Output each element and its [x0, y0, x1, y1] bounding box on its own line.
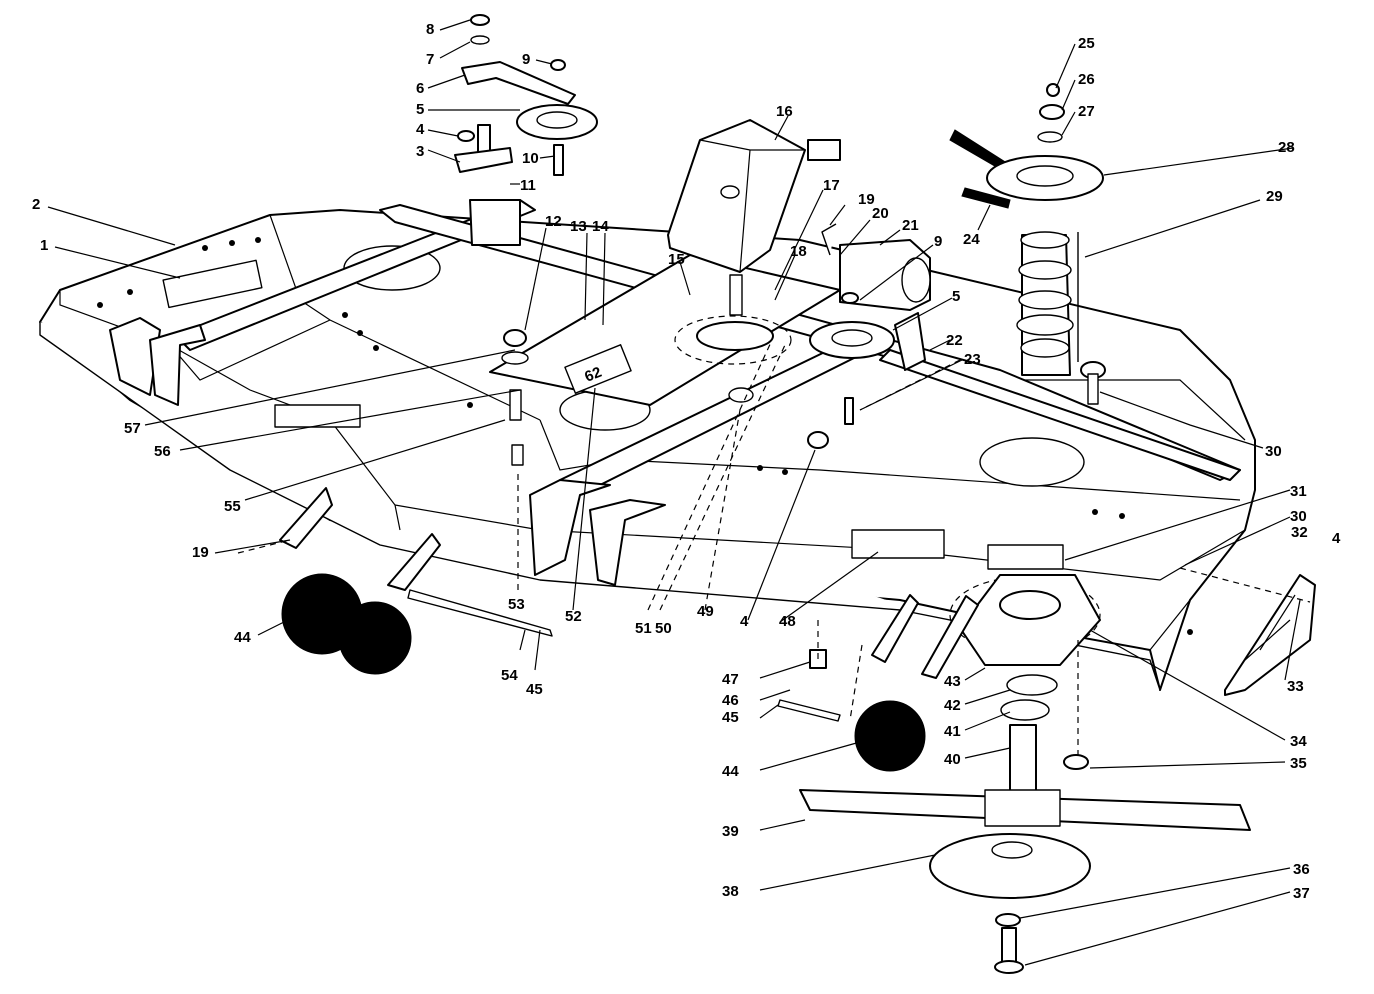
callout-48: 48 — [779, 613, 796, 630]
callout-11: 11 — [520, 177, 536, 194]
callout-8: 8 — [426, 21, 434, 38]
motor-unit — [821, 223, 931, 311]
callout-30: 30 — [1265, 443, 1282, 460]
callout-54: 54 — [501, 667, 518, 684]
callout-9b: 9 — [934, 233, 942, 250]
callout-41: 41 — [944, 723, 961, 740]
callout-35: 35 — [1290, 755, 1307, 772]
callout-14: 14 — [592, 218, 609, 235]
callout-55: 55 — [224, 498, 241, 515]
callout-47: 47 — [722, 671, 739, 688]
callout-51: 51 — [635, 620, 652, 637]
gauge-wheels — [281, 573, 926, 772]
callout-20: 20 — [872, 205, 889, 222]
callout-4c: 4 — [740, 613, 749, 630]
callout-43: 43 — [944, 673, 961, 690]
callout-30b: 30 — [1290, 508, 1307, 525]
callout-22: 22 — [946, 332, 963, 349]
callout-38: 38 — [722, 883, 739, 900]
idler-pulley-right — [809, 292, 895, 425]
callout-labels: 8 7 9 6 5 4 3 10 11 12 13 14 15 16 17 18… — [32, 21, 1341, 902]
callout-28: 28 — [1278, 139, 1295, 156]
callout-21: 21 — [902, 217, 919, 234]
callout-25: 25 — [1078, 35, 1095, 52]
callout-5: 5 — [416, 101, 424, 118]
wheel-arms-axles — [279, 487, 979, 722]
callout-42: 42 — [944, 697, 961, 714]
callout-19b: 19 — [192, 544, 209, 561]
callout-2: 2 — [32, 196, 40, 213]
right-spindle-stack — [949, 83, 1106, 405]
idler-assembly-left — [454, 14, 598, 176]
callout-50: 50 — [655, 620, 672, 637]
callout-6: 6 — [416, 80, 424, 97]
callout-31: 31 — [1290, 483, 1307, 500]
center-pulley — [674, 274, 792, 365]
callout-32: 32 — [1291, 524, 1308, 541]
callout-19: 19 — [858, 191, 875, 208]
callout-57: 57 — [124, 420, 141, 437]
callout-15: 15 — [668, 251, 685, 268]
callout-7: 7 — [426, 51, 434, 68]
callout-52: 52 — [565, 608, 582, 625]
callout-1: 1 — [40, 237, 48, 254]
callout-4: 4 — [416, 121, 425, 138]
callout-26: 26 — [1078, 71, 1095, 88]
callout-36: 36 — [1293, 861, 1310, 878]
deck-holes — [97, 237, 1193, 635]
callout-45b: 45 — [722, 709, 739, 726]
callout-34: 34 — [1290, 733, 1307, 750]
center-fasteners — [501, 329, 829, 466]
callout-56: 56 — [154, 443, 171, 460]
model-decal: 62 — [564, 344, 632, 394]
callout-40: 40 — [944, 751, 961, 768]
callout-39: 39 — [722, 823, 739, 840]
callout-49: 49 — [697, 603, 714, 620]
callout-10: 10 — [522, 150, 539, 167]
callout-17: 17 — [823, 177, 840, 194]
gearbox — [667, 119, 841, 273]
callout-18: 18 — [790, 243, 807, 260]
callout-45a: 45 — [526, 681, 543, 698]
callout-5b: 5 — [952, 288, 960, 305]
callout-12: 12 — [545, 213, 562, 230]
callout-37: 37 — [1293, 885, 1310, 902]
callout-16: 16 — [776, 103, 793, 120]
callout-13: 13 — [570, 218, 587, 235]
callout-3: 3 — [416, 143, 424, 160]
callout-44b: 44 — [722, 763, 739, 780]
leader-lines — [47, 19, 1311, 966]
callout-24: 24 — [963, 231, 980, 248]
callout-44a: 44 — [234, 629, 251, 646]
front-spindle-blade — [799, 574, 1251, 974]
callout-46: 46 — [722, 692, 739, 709]
callout-23: 23 — [964, 351, 981, 368]
callout-29: 29 — [1266, 188, 1283, 205]
callout-53: 53 — [508, 596, 525, 613]
callout-33: 33 — [1287, 678, 1304, 695]
discharge-chute — [1224, 574, 1316, 696]
model-decal-text: 62 — [582, 364, 604, 386]
callout-4b: 4 — [1332, 530, 1341, 547]
deck-hanger-brackets — [109, 199, 926, 586]
callout-27: 27 — [1078, 103, 1095, 120]
callout-9: 9 — [522, 51, 530, 68]
